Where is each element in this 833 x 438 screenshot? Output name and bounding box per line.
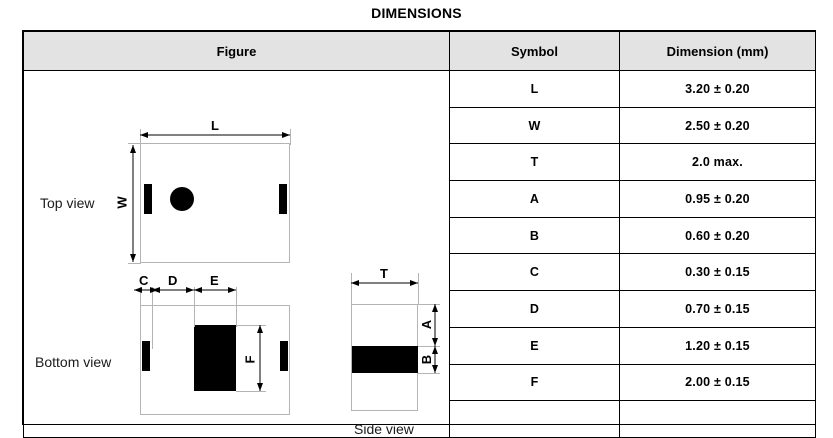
- bottom-view-label: Bottom view: [35, 354, 112, 370]
- symbol-cell: E: [449, 326, 620, 365]
- top-view-label: Top view: [40, 195, 95, 211]
- table-row: D 0.70 ± 0.15: [24, 290, 816, 328]
- bottom-ext-f-bottom: [236, 391, 266, 392]
- bottom-ext-c: [194, 287, 195, 327]
- bottom-view-dimension-lines: [134, 287, 263, 391]
- callout-A: A: [419, 319, 435, 330]
- dimension-cell: 2.0 max.: [619, 143, 816, 182]
- dimension-cell: 2.00 ± 0.15: [619, 363, 816, 402]
- bottom-ext-f-top: [236, 325, 266, 326]
- symbol-cell: D: [449, 290, 620, 328]
- dimension-cell: 2.50 ± 0.20: [619, 106, 816, 145]
- symbol-cell: F: [449, 363, 620, 402]
- side-view-terminal-band: [352, 346, 418, 373]
- symbol-cell: C: [449, 253, 620, 292]
- callout-B: B: [419, 354, 435, 365]
- table-row: C 0.30 ± 0.15: [24, 253, 816, 292]
- column-header-symbol: Symbol: [449, 31, 620, 71]
- side-view-label: Side view: [354, 421, 414, 437]
- bottom-view-right-terminal: [280, 341, 288, 371]
- bottom-ext-a: [140, 287, 141, 349]
- top-view-left-terminal: [144, 184, 152, 214]
- top-view-ext-top: [128, 143, 141, 144]
- dimension-cell: 0.70 ± 0.15: [619, 290, 816, 328]
- page-title: DIMENSIONS: [371, 5, 462, 21]
- symbol-cell: L: [449, 70, 620, 108]
- dimension-cell: 0.60 ± 0.20: [619, 216, 816, 255]
- callout-E: E: [210, 273, 219, 288]
- symbol-cell: W: [449, 106, 620, 145]
- dimensions-table: Figure Symbol Dimension (mm) Top view: [22, 30, 816, 438]
- package-drawing: Top view: [24, 71, 450, 437]
- top-view-dimension-lines: [130, 132, 290, 262]
- table-row-filler: [24, 400, 816, 438]
- side-ext-right: [418, 273, 419, 305]
- top-view-ext-bottom: [128, 263, 141, 264]
- table-row: Top view: [23, 70, 816, 438]
- dimension-cell: 1.20 ± 0.15: [619, 326, 816, 365]
- dimension-cell: 0.30 ± 0.15: [619, 253, 816, 292]
- figure-cell: Top view: [23, 70, 450, 438]
- bottom-ext-b: [152, 287, 153, 349]
- bottom-view-left-terminal: [142, 341, 150, 371]
- top-view-ext-left: [140, 129, 141, 145]
- table-header-row: Figure Symbol Dimension (mm): [23, 31, 816, 71]
- symbol-cell: A: [449, 180, 620, 218]
- polarity-dot: [170, 187, 194, 211]
- dimension-cell-empty: [619, 400, 816, 438]
- top-view-right-terminal: [279, 184, 287, 214]
- symbol-cell-empty: [449, 400, 620, 438]
- table-row: A 0.95 ± 0.20: [24, 180, 816, 218]
- side-ext-left: [351, 273, 352, 305]
- bottom-view-center-pad: [194, 325, 236, 391]
- callout-D: D: [168, 273, 178, 288]
- top-view-body-outline: [140, 143, 290, 263]
- callout-C: C: [139, 273, 149, 288]
- bottom-ext-d: [236, 287, 237, 327]
- callout-T: T: [380, 266, 388, 281]
- callout-L: L: [211, 118, 219, 133]
- dimension-cell: 3.20 ± 0.20: [619, 70, 816, 108]
- symbol-cell: B: [449, 216, 620, 255]
- column-header-figure: Figure: [23, 31, 450, 71]
- side-view-dimension-lines: [351, 280, 438, 373]
- symbol-cell: T: [449, 143, 620, 182]
- table-row: F 2.00 ± 0.15: [24, 363, 816, 402]
- top-view-ext-right: [290, 129, 291, 145]
- table-row: B 0.60 ± 0.20: [24, 216, 816, 255]
- column-header-dimension: Dimension (mm): [619, 31, 816, 71]
- table-row: W 2.50 ± 0.20: [24, 106, 816, 145]
- side-ext-ab: [418, 346, 440, 347]
- side-ext-a-top: [418, 304, 440, 305]
- side-ext-b-bot: [418, 373, 440, 374]
- dimension-cell: 0.95 ± 0.20: [619, 180, 816, 218]
